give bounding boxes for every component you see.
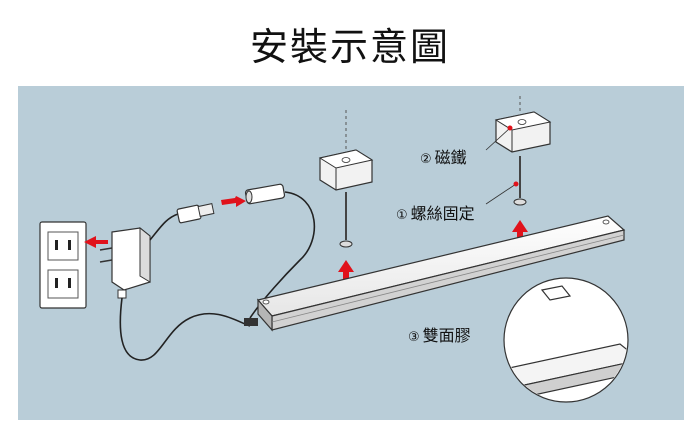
- arrow-up-right: [512, 220, 528, 244]
- wall-outlet: [39, 221, 87, 309]
- female-connector: [244, 183, 286, 205]
- light-bar: [244, 215, 626, 332]
- label-screw-number: ①: [396, 208, 408, 223]
- male-connector: [176, 203, 215, 224]
- page-title: 安裝示意圖: [249, 25, 450, 69]
- power-adapter: [99, 226, 151, 299]
- screw-left: [339, 192, 353, 248]
- arrow-to-outlet: [84, 236, 108, 248]
- label-tape-text: 雙面膠: [422, 326, 471, 345]
- adapter-cable: [149, 213, 179, 241]
- arrow-to-connector: [221, 196, 246, 207]
- double-sided-tape: [540, 285, 572, 301]
- detail-magnifier: [503, 277, 629, 403]
- label-tape-number: ③: [408, 330, 420, 345]
- label-screw-text: 螺絲固定: [410, 204, 475, 223]
- screw-right: [513, 156, 527, 206]
- arrow-up-left: [338, 260, 354, 284]
- magnet-bracket-right: [494, 111, 552, 153]
- mounting-bracket-left: [318, 149, 374, 191]
- power-cable: [119, 297, 251, 361]
- label-magnet-text: 磁鐵: [434, 148, 467, 167]
- label-magnet-number: ②: [420, 152, 432, 167]
